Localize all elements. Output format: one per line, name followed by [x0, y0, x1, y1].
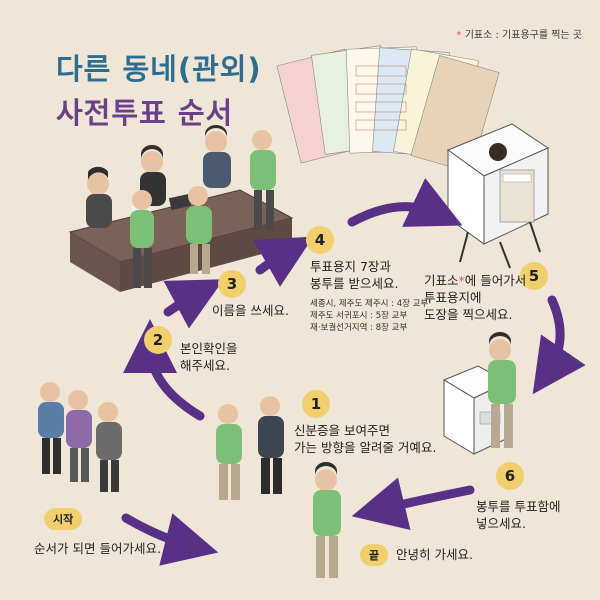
start-badge: 시작 — [44, 508, 83, 530]
step-4-line-1: 투표용지 7장과 — [310, 259, 391, 274]
footnote-text: 기표소 : 기표용구를 찍는 곳 — [464, 30, 582, 41]
footnote-star: * — [456, 30, 462, 41]
reception-table-illustration — [68, 125, 294, 292]
step-3-text: 이름을 쓰세요. — [212, 303, 289, 318]
end-text: 안녕히 가세요. — [396, 547, 473, 562]
voting-booth-illustration — [446, 123, 550, 269]
step-1-text: 신분증을 보여주면 가는 방향을 알려줄 거예요. — [294, 422, 436, 456]
step-6-line-2: 넣으세요. — [476, 516, 526, 531]
step-2-line-2: 해주세요. — [180, 358, 230, 373]
step-5-badge: 5 — [520, 262, 548, 290]
end-badge: 끝 — [360, 544, 389, 566]
step-1-badge: 1 — [302, 390, 330, 418]
step-4-details: 세종시, 제주도 제주시 : 4장 교부 제주도 서귀포시 : 5장 교부 재·… — [310, 298, 428, 334]
step-6-badge: 6 — [496, 462, 524, 490]
step-1-line-1: 신분증을 보여주면 — [294, 423, 390, 438]
step-4-detail-1: 세종시, 제주도 제주시 : 4장 교부 — [310, 299, 429, 309]
title-line-2: 사전투표 순서 — [56, 96, 234, 130]
title-line-1: 다른 동네(관외) — [56, 52, 262, 86]
guide-illustration — [216, 396, 284, 500]
step-5-line-1a: 기표소 — [424, 273, 459, 288]
step-6-line-1: 봉투를 투표함에 — [476, 499, 561, 514]
step-4-detail-2: 제주도 서귀포시 : 5장 교부 — [310, 311, 408, 321]
step-1-line-2: 가는 방향을 알려줄 거예요. — [294, 440, 437, 455]
arrow-3-to-4 — [253, 236, 314, 287]
step-4-line-2: 봉투를 받으세요. — [310, 276, 399, 291]
step-5-line-2: 투표용지에 — [424, 290, 482, 305]
arrow-5-to-6 — [532, 295, 586, 395]
step-2-badge: 2 — [144, 326, 172, 354]
step-3-badge: 3 — [218, 270, 246, 298]
step-5-star: * — [458, 273, 465, 288]
step-4-text: 투표용지 7장과 봉투를 받으세요. — [310, 258, 398, 292]
step-5-line-3: 도장을 찍으세요. — [424, 307, 513, 322]
step-2-text: 본인확인을 해주세요. — [180, 340, 238, 374]
step-4-detail-3: 재·보궐선거지역 : 8장 교부 — [310, 323, 408, 333]
booth-footnote: * 기표소 : 기표용구를 찍는 곳 — [457, 26, 582, 41]
leaving-voter-illustration — [313, 462, 341, 578]
waiting-people-illustration — [38, 382, 122, 492]
arrow-6-to-end — [351, 477, 475, 531]
step-2-line-1: 본인확인을 — [180, 341, 238, 356]
arrow-start-to-1 — [121, 513, 219, 566]
arrow-1-to-2 — [123, 319, 205, 421]
step-5-line-1b: 에 들어가서 — [464, 273, 527, 288]
ballot-box-illustration — [442, 332, 516, 455]
step-6-text: 봉투를 투표함에 넣으세요. — [476, 498, 560, 532]
step-5-text: 기표소*에 들어가서 투표용지에 도장을 찍으세요. — [424, 272, 526, 323]
step-5-line-1: 기표소*에 들어가서 — [424, 272, 526, 289]
step-4-badge: 4 — [306, 226, 334, 254]
arrow-4-to-5 — [347, 178, 463, 227]
arrow-2-to-3 — [163, 279, 224, 329]
start-text: 순서가 되면 들어가세요. — [34, 541, 161, 556]
